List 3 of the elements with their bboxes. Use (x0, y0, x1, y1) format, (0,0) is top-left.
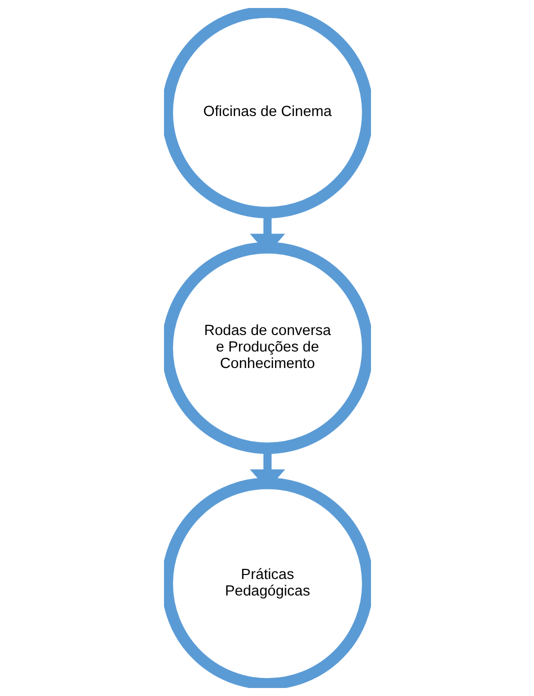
node-circle: Rodas de conversa e Produções de Conhecimento (164, 242, 370, 454)
node-circle: Práticas Pedagógicas (164, 478, 370, 688)
node-circle: Oficinas de Cinema (164, 8, 370, 218)
